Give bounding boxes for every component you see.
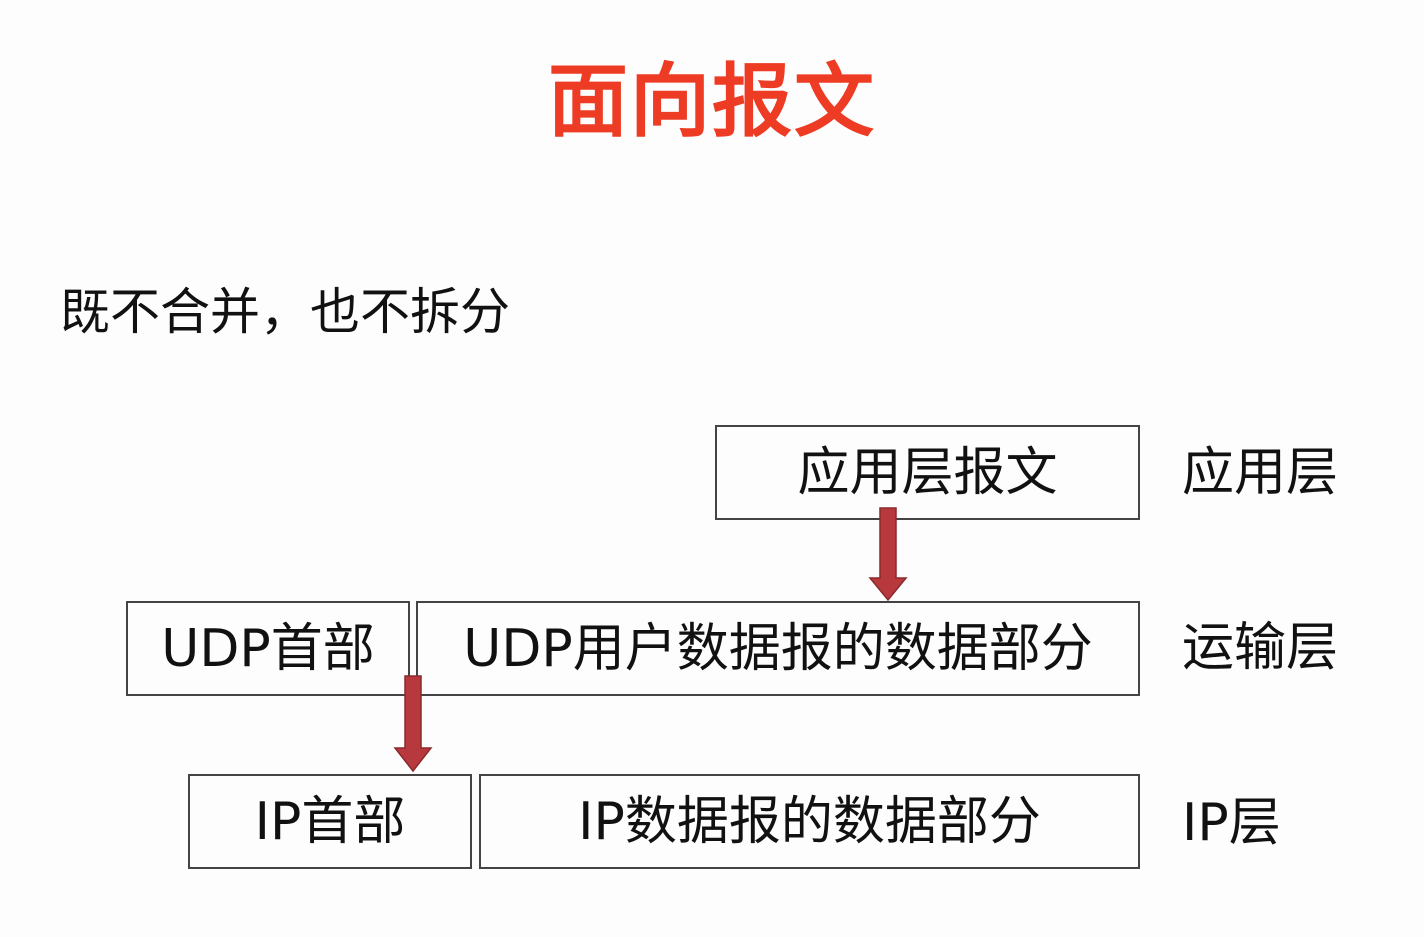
udp-data-label: UDP用户数据报的数据部分: [463, 618, 1093, 679]
ip-data-box: IP数据报的数据部分: [479, 774, 1140, 869]
ip-header-label: IP首部: [254, 791, 406, 852]
arrow-application-to-transport: [868, 507, 908, 602]
application-layer-label: 应用层: [1182, 443, 1339, 503]
ip-data-label: IP数据报的数据部分: [578, 791, 1041, 852]
application-message-label: 应用层报文: [797, 442, 1058, 503]
slide-title: 面向报文: [548, 55, 876, 148]
ip-header-box: IP首部: [188, 774, 472, 869]
transport-layer-label: 运输层: [1182, 618, 1339, 678]
udp-header-label: UDP首部: [161, 618, 375, 679]
udp-header-box: UDP首部: [126, 601, 410, 696]
subtitle: 既不合并，也不拆分: [60, 283, 510, 341]
application-message-box: 应用层报文: [715, 425, 1140, 520]
udp-data-box: UDP用户数据报的数据部分: [416, 601, 1140, 696]
network-layer-label: IP层: [1182, 793, 1281, 853]
